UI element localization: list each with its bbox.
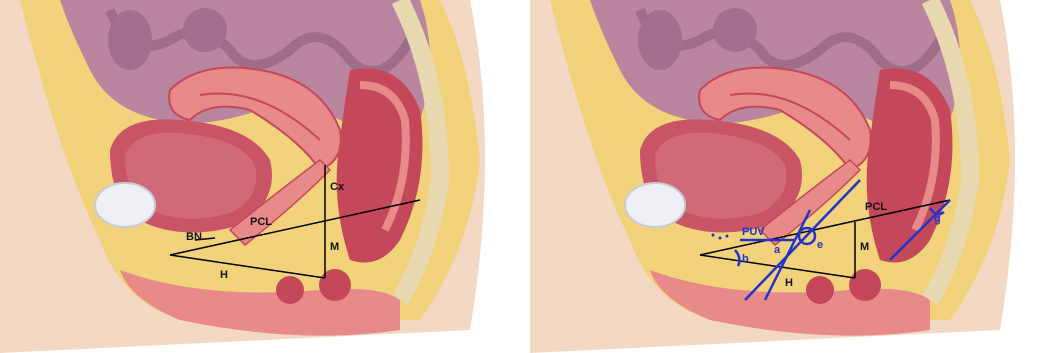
right-anatomy-panel: PCL PUV b a e M H g — [530, 0, 1040, 353]
pubic-bone — [95, 183, 155, 227]
pubic-bone — [625, 183, 685, 227]
angle-g-label: g — [934, 213, 941, 225]
h-label: H — [785, 277, 793, 289]
left-anatomy-panel: Cx PCL BN M H — [0, 0, 510, 353]
m-label: M — [330, 241, 339, 253]
h-label: H — [220, 269, 228, 281]
left-anatomy-illustration: Cx PCL BN M H — [0, 0, 510, 353]
pcl-label: PCL — [865, 201, 887, 213]
angle-b-label: b — [742, 253, 749, 265]
m-label: M — [860, 241, 869, 253]
right-anatomy-illustration: PCL PUV b a e M H g — [530, 0, 1040, 353]
bn-label: BN — [186, 231, 202, 243]
pcl-label: PCL — [250, 216, 272, 228]
angle-a-label: a — [774, 244, 781, 256]
puv-label: PUV — [742, 226, 765, 238]
angle-e-label: e — [817, 239, 823, 251]
cx-label: Cx — [330, 181, 345, 193]
